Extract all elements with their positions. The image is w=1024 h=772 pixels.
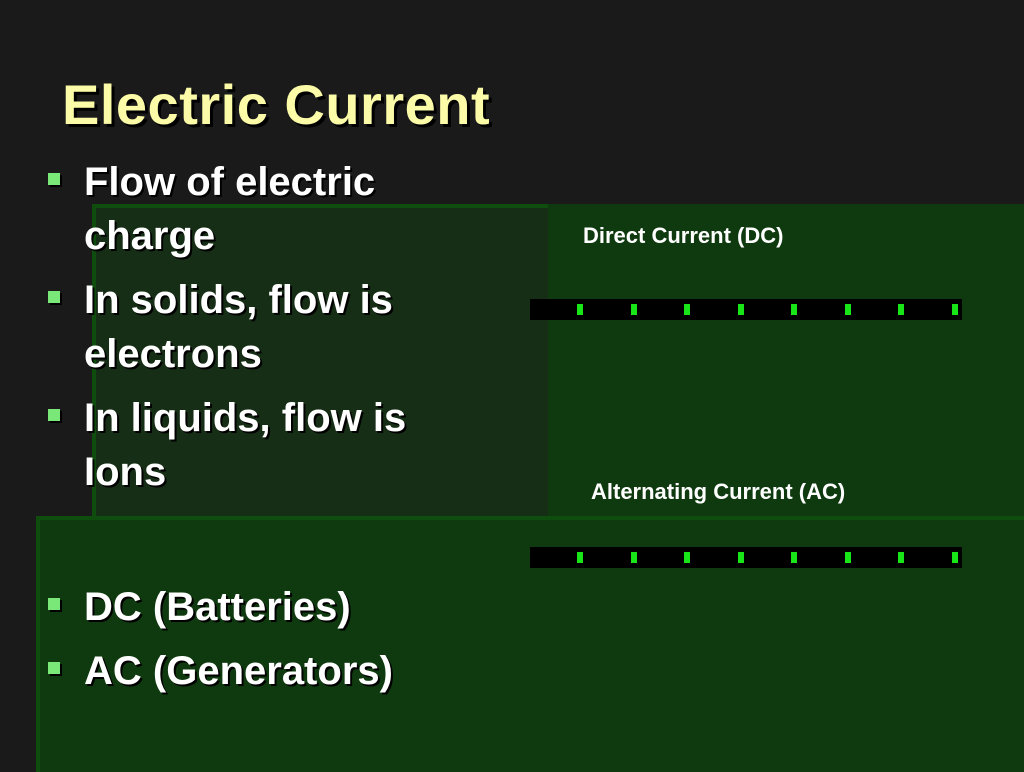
- ac-charge-marker: [845, 552, 851, 563]
- bullet-list-lower: DC (Batteries) AC (Generators): [44, 580, 484, 708]
- ac-charge-marker: [631, 552, 637, 563]
- square-bullet-icon: [48, 291, 60, 303]
- square-bullet-icon: [48, 409, 60, 421]
- bullet-item: Flow of electric charge: [44, 155, 484, 263]
- bullet-list-upper: Flow of electric charge In solids, flow …: [44, 155, 484, 509]
- bullet-item: In solids, flow is electrons: [44, 273, 484, 381]
- ac-charge-marker: [791, 552, 797, 563]
- square-bullet-icon: [48, 173, 60, 185]
- bullet-item: DC (Batteries): [44, 580, 484, 634]
- dc-wire: [530, 299, 962, 320]
- ac-charge-marker: [952, 552, 958, 563]
- dc-charge-marker: [791, 304, 797, 315]
- slide-title: Electric Current: [62, 73, 491, 136]
- bullet-text: DC (Batteries): [84, 585, 351, 629]
- background-panel-upper-right: [548, 204, 1024, 516]
- ac-charge-marker: [738, 552, 744, 563]
- square-bullet-icon: [48, 662, 60, 674]
- dc-charge-marker: [738, 304, 744, 315]
- ac-charge-marker: [577, 552, 583, 563]
- bullet-text: AC (Generators): [84, 649, 393, 693]
- ac-diagram-label: Alternating Current (AC): [591, 479, 846, 504]
- ac-charge-marker: [898, 552, 904, 563]
- dc-charge-marker: [845, 304, 851, 315]
- ac-charge-marker: [684, 552, 690, 563]
- bullet-text: In solids, flow is electrons: [84, 278, 393, 376]
- bullet-text: Flow of electric charge: [84, 160, 376, 258]
- square-bullet-icon: [48, 598, 60, 610]
- bullet-text: In liquids, flow is Ions: [84, 396, 407, 494]
- dc-charge-marker: [952, 304, 958, 315]
- ac-wire: [530, 547, 962, 568]
- dc-diagram-label: Direct Current (DC): [583, 223, 784, 248]
- dc-charge-marker: [684, 304, 690, 315]
- dc-charge-marker: [577, 304, 583, 315]
- dc-charge-marker: [631, 304, 637, 315]
- bullet-item: In liquids, flow is Ions: [44, 391, 484, 499]
- dc-charge-marker: [898, 304, 904, 315]
- bullet-item: AC (Generators): [44, 644, 484, 698]
